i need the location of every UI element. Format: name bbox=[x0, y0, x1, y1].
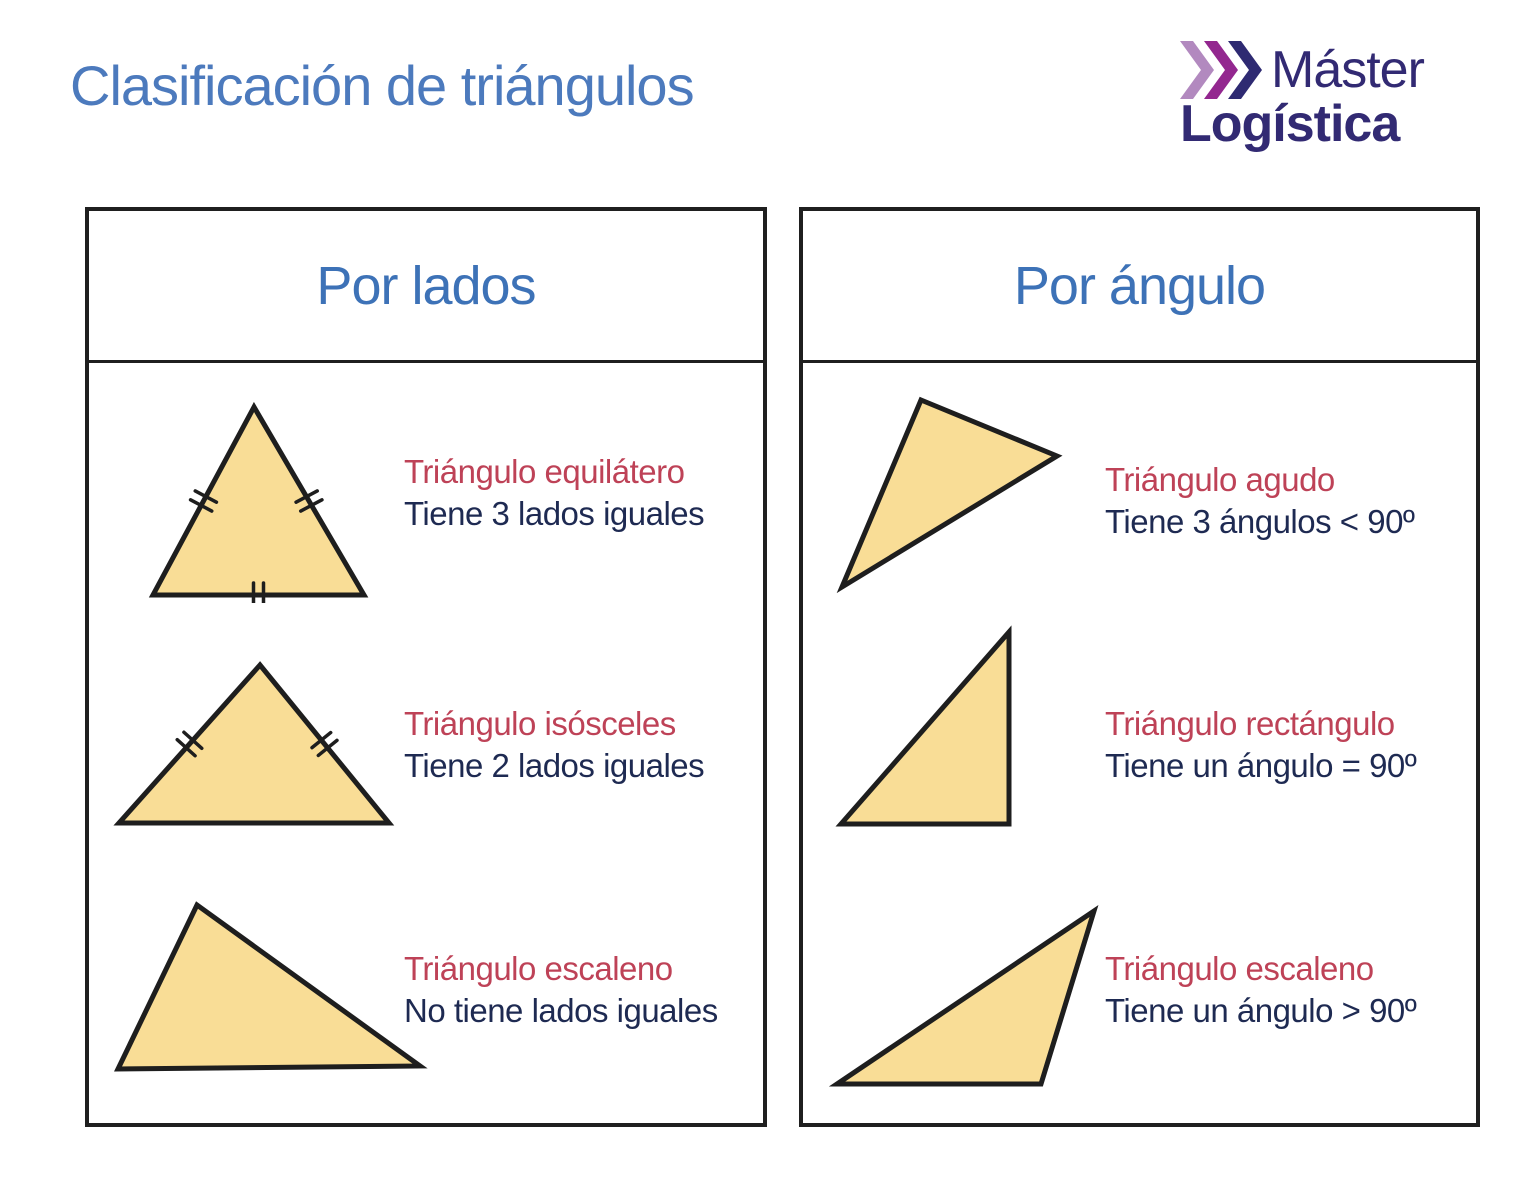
logo-word-master: Máster bbox=[1271, 41, 1425, 99]
tick-marks bbox=[294, 489, 324, 513]
page-title: Clasificación de triángulos bbox=[70, 54, 695, 117]
triangle-name: Triángulo escaleno bbox=[404, 950, 673, 987]
tick-marks bbox=[175, 730, 204, 758]
triangle-row-text: Triángulo agudo Tiene 3 ángulos < 90º bbox=[1105, 459, 1415, 543]
triple-chevron-icon bbox=[1180, 41, 1262, 99]
logo-line1: Máster bbox=[1180, 40, 1480, 100]
triangle-description: Tiene un ángulo > 90º bbox=[1105, 992, 1417, 1029]
panel-by-angle: Por ángulo Triángulo agudo Tiene 3 ángul… bbox=[799, 207, 1480, 1127]
tick-marks bbox=[251, 581, 266, 603]
triangle-name: Triángulo equilátero bbox=[404, 453, 685, 490]
triangle-name: Triángulo escaleno bbox=[1105, 950, 1374, 987]
triangle-name: Triángulo rectángulo bbox=[1105, 705, 1395, 742]
triangle-name: Triángulo agudo bbox=[1105, 461, 1335, 498]
scalene-triangle-figure bbox=[114, 901, 428, 1072]
triangle-row-text: Triángulo equilátero Tiene 3 lados igual… bbox=[404, 451, 705, 535]
triangle-row-text: Triángulo rectángulo Tiene un ángulo = 9… bbox=[1105, 703, 1417, 787]
obtuse-triangle-figure bbox=[829, 904, 1099, 1087]
triangle-description: No tiene lados iguales bbox=[404, 992, 718, 1029]
triangle-description: Tiene 3 lados iguales bbox=[404, 495, 705, 532]
tick-marks bbox=[188, 489, 219, 513]
triangle-row-text: Triángulo isósceles Tiene 2 lados iguale… bbox=[404, 703, 705, 787]
triangle-row-text: Triángulo escaleno Tiene un ángulo > 90º bbox=[1105, 948, 1417, 1032]
panel-by-sides: Por lados Triángulo equilátero Tiene 3 l… bbox=[85, 207, 767, 1127]
panel-header-por-lados: Por lados bbox=[89, 211, 763, 363]
logo-word-logistica: Logística bbox=[1180, 95, 1400, 153]
triangle-description: Tiene 3 ángulos < 90º bbox=[1105, 503, 1415, 540]
panel-header-por-angulo: Por ángulo bbox=[803, 211, 1476, 363]
equilateral-triangle-figure bbox=[148, 401, 369, 603]
isosceles-triangle-figure bbox=[113, 661, 395, 826]
triangle-row-text: Triángulo escaleno No tiene lados iguale… bbox=[404, 948, 718, 1032]
tick-marks bbox=[310, 730, 339, 758]
triangle-description: Tiene un ángulo = 90º bbox=[1105, 747, 1417, 784]
right-triangle-figure bbox=[835, 625, 1012, 827]
acute-triangle-figure bbox=[836, 396, 1063, 594]
triangle-description: Tiene 2 lados iguales bbox=[404, 747, 705, 784]
master-logistica-logo: Máster Logística bbox=[1180, 40, 1480, 150]
triangle-name: Triángulo isósceles bbox=[404, 705, 676, 742]
